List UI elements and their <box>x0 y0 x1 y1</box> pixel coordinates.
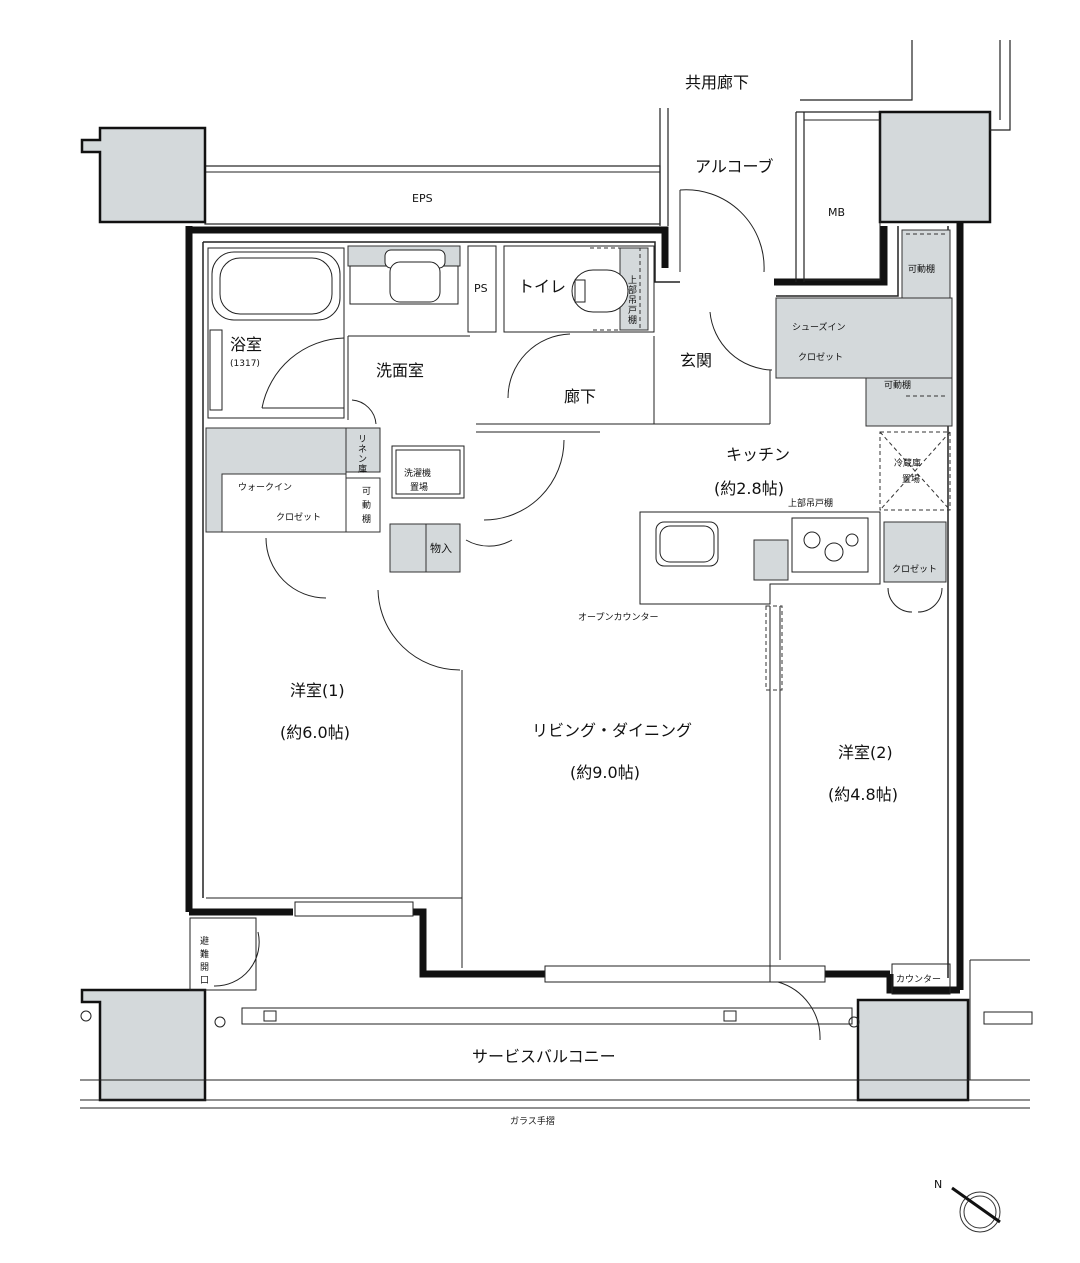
counter-label: カウンター <box>896 974 941 985</box>
evacuation-char-3: 開 <box>200 962 209 973</box>
fridge-space <box>879 431 951 511</box>
toilet-room <box>503 245 655 399</box>
bath-label: 浴室 <box>230 335 262 354</box>
linen-char-1: リ <box>358 435 367 445</box>
linen-char-4: 庫 <box>358 463 367 475</box>
linen-char-3: ン <box>358 455 367 465</box>
sash-windows <box>544 965 826 1041</box>
linen-char-2: ネ <box>358 444 367 455</box>
upper-cabinet-char-4: 戸 <box>628 305 637 316</box>
service-balcony-label: サービスバルコニー <box>472 1047 616 1066</box>
north-arrow <box>951 1186 1001 1233</box>
walk-in-label-1: ウォークイン <box>238 482 292 493</box>
common-corridor-label: 共用廊下 <box>685 73 749 92</box>
storage-label: 物入 <box>430 541 452 555</box>
western-room1-size: (約6.0帖) <box>280 723 350 742</box>
glass-railing-label: ガラス手摺 <box>510 1115 555 1127</box>
column-bottom-right <box>856 998 970 1102</box>
kitchen-label: キッチン <box>726 445 790 464</box>
outer-walls <box>185 222 964 994</box>
living-dining-size: (約9.0帖) <box>570 763 640 782</box>
open-counter-label: オープンカウンター <box>578 612 658 623</box>
laundry-label-1: 洗濯機 <box>404 467 431 479</box>
shoes-in-closet <box>775 229 953 427</box>
eps-label: EPS <box>412 192 433 205</box>
living-dining-label: リビング・ダイニング <box>532 721 692 740</box>
upper-cabinet-char-1: 上 <box>628 275 637 286</box>
upper-cabinet-char-3: 吊 <box>628 295 637 306</box>
kitchen-size-label: (約2.8帖) <box>714 479 784 498</box>
fridge-label-2: 置場 <box>902 473 920 485</box>
upper-cabinet-char-2: 部 <box>628 284 637 296</box>
room1-doors <box>206 439 565 968</box>
counter-box <box>891 963 951 995</box>
north-label: N <box>934 1178 942 1191</box>
shoes-in-label-2: クロゼット <box>798 351 843 363</box>
fridge-label-1: 冷蔵庫 <box>894 457 921 469</box>
evacuation-char-1: 避 <box>200 935 209 947</box>
alcove-label: アルコーブ <box>695 157 774 176</box>
column-top-left <box>80 126 207 224</box>
kitchen-counter <box>639 511 947 605</box>
column-top-right <box>878 110 992 224</box>
washroom-label: 洗面室 <box>376 361 424 380</box>
movable-v-char-3: 棚 <box>362 513 371 525</box>
movable-v-char-2: 動 <box>362 500 371 511</box>
closet-label: クロゼット <box>892 563 937 575</box>
bathroom <box>207 247 345 419</box>
hallway-label: 廊下 <box>564 387 596 406</box>
ps-shaft <box>467 245 497 333</box>
movable-shelf-label-2: 可動棚 <box>884 379 911 391</box>
service-balcony <box>80 959 1033 1109</box>
walk-in-label-2: クロゼット <box>276 511 321 523</box>
washroom <box>347 245 470 499</box>
upper-cabinet-char-5: 棚 <box>628 314 637 326</box>
walk-in-closet <box>205 427 461 573</box>
sliding-partition <box>765 605 783 974</box>
evacuation-char-2: 難 <box>200 948 209 960</box>
shoes-in-label-1: シューズイン <box>792 321 846 333</box>
laundry-label-2: 置場 <box>410 481 428 493</box>
evacuation-char-4: 口 <box>200 976 209 986</box>
western-room2-size: (約4.8帖) <box>828 785 898 804</box>
mb-room <box>803 119 881 281</box>
western-room1-label: 洋室(1) <box>290 681 345 700</box>
bath-size-label: (1317) <box>230 359 260 369</box>
entrance-label: 玄関 <box>680 351 712 370</box>
toilet-label: トイレ <box>518 277 566 296</box>
evacuation-hatch <box>189 917 260 991</box>
ps-label: PS <box>474 282 488 295</box>
column-bottom-left <box>80 988 207 1102</box>
upper-cabinet-kitchen-label: 上部吊戸棚 <box>788 497 833 509</box>
western-room2-label: 洋室(2) <box>838 743 893 762</box>
movable-shelf-label-1: 可動棚 <box>908 263 935 275</box>
mb-label: MB <box>828 206 845 219</box>
movable-v-char-1: 可 <box>362 486 371 497</box>
entrance <box>476 189 773 433</box>
room2-closet-door <box>887 587 943 613</box>
